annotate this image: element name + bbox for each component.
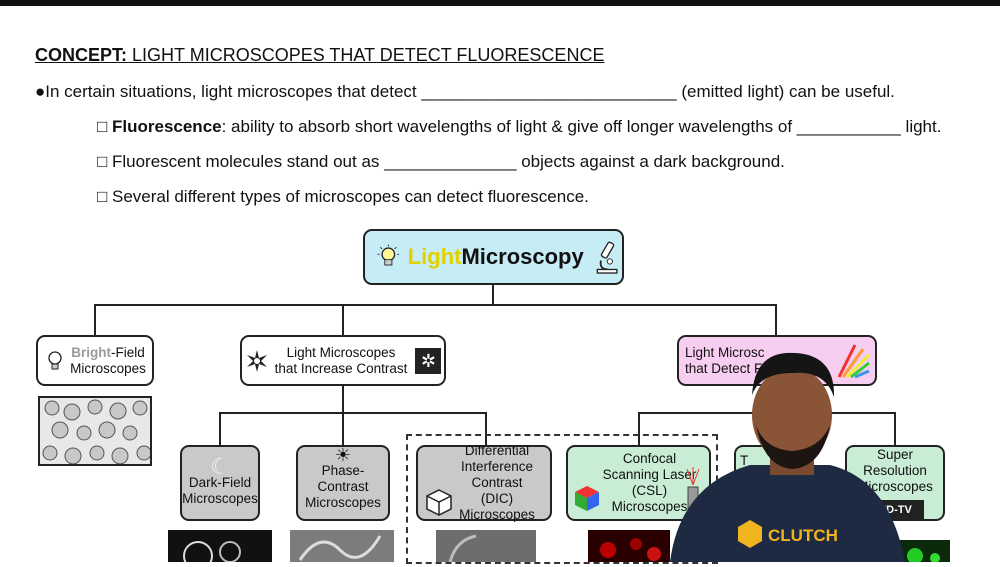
root-light: Light [407,244,462,269]
dark-line2: Microscopes [182,491,258,506]
super-resolution-green-cells [907,548,940,564]
line-1-b: (emitted light) can be useful. [676,82,895,101]
connector-dic [485,412,487,446]
contrast-line2: that Increase Contrast [274,360,408,376]
bright-field-image [38,396,152,466]
line-2-bullet: □ [97,117,112,136]
phase-contrast-fibers [298,535,382,561]
csl-line4: Microscopes [611,499,688,514]
dic-line1: Differential [464,443,530,458]
lightbulb-icon-small [48,350,62,369]
half-sun-icon: ☀ [334,445,352,465]
dic-image [436,530,536,563]
confocal-image [588,530,670,562]
rainbow-rays-icon [837,344,871,379]
phase-contrast-image [290,530,394,562]
connector-root [492,284,494,306]
connector-bright [94,304,96,336]
moon-icon: ☾ [210,454,230,479]
rgb-cube-icon [575,486,599,511]
connector-contrast-horizontal [219,412,487,414]
connector-dark [219,412,221,446]
lightbulb-icon [377,244,400,266]
connector-contrast-down [342,385,344,413]
concept-text: LIGHT MICROSCOPES THAT DETECT FLUORESCEN… [132,45,605,65]
confocal-red-cells [600,538,661,561]
dic-fibers [448,534,477,563]
line-2: □ Fluorescence: ability to absorb short … [97,117,941,137]
dark-line1: Dark-Field [188,475,252,490]
connector-contrast [342,304,344,336]
bright-rest: -Field [110,344,145,360]
line-4: □ Several different types of microscopes… [97,187,589,206]
connector-fluor [775,304,777,336]
concept-title: CONCEPT: LIGHT MICROSCOPES THAT DETECT F… [35,45,604,66]
super-resolution-image [895,540,950,564]
dark-field-image [168,530,272,567]
csl-line3: (CSL) [631,483,668,498]
cube-icon [426,489,452,516]
root-rest: Microscopy [461,244,584,269]
dic-line4: Microscopes [459,507,535,522]
line-1: ●In certain situations, light microscope… [35,82,895,102]
tirf-line1: T [740,453,749,468]
line-1-a: ●In certain situations, light microscope… [35,82,422,101]
connector-super [894,412,896,446]
clutch-logo-text: CLUTCH [768,526,838,545]
laser-icon [686,467,700,510]
starburst-icon [246,349,267,372]
super-line1: Super Resolution [863,446,927,478]
dic-line3: (DIC) [480,491,514,506]
line-2-bold: Fluorescence [112,117,222,136]
top-border [0,0,1000,6]
phase-line2: Microscopes [305,495,381,510]
concept-prefix: CONCEPT: [35,45,128,65]
fluor-line1: Light Microsc [685,344,765,360]
csl-line2: Scanning Laser [602,467,697,482]
line-2-blank: ___________ [796,117,901,136]
dark-field-cells [183,541,241,567]
microscope-icon [596,241,618,274]
bright-bold: Bright [71,344,111,360]
flower-icon: ✲ [415,347,442,374]
dic-line2: Interference Contrast [460,459,534,490]
csl-line1: Confocal [622,451,677,466]
contrast-line1: Light Microscopes [286,344,396,360]
connector-phase [342,412,344,446]
bright-line2: Microscopes [70,360,146,376]
presenter-figure: CLUTCH [670,352,905,562]
line-2-a: : ability to absorb short wavelengths of… [221,117,797,136]
super-line2: Microscopes [857,478,933,494]
connector-top-horizontal [94,304,777,306]
line-3: □ Fluorescent molecules stand out as ___… [97,152,785,171]
phase-line1: Phase-Contrast [317,463,369,494]
light-microscopy-box: Light Microscopy [363,229,624,285]
fluor-line2: that Detect F [685,360,763,376]
line-1-blank: ___________________________ [421,82,677,101]
cells-image [42,399,150,464]
connector-csl [638,412,640,446]
line-2-b: light. [900,117,942,136]
